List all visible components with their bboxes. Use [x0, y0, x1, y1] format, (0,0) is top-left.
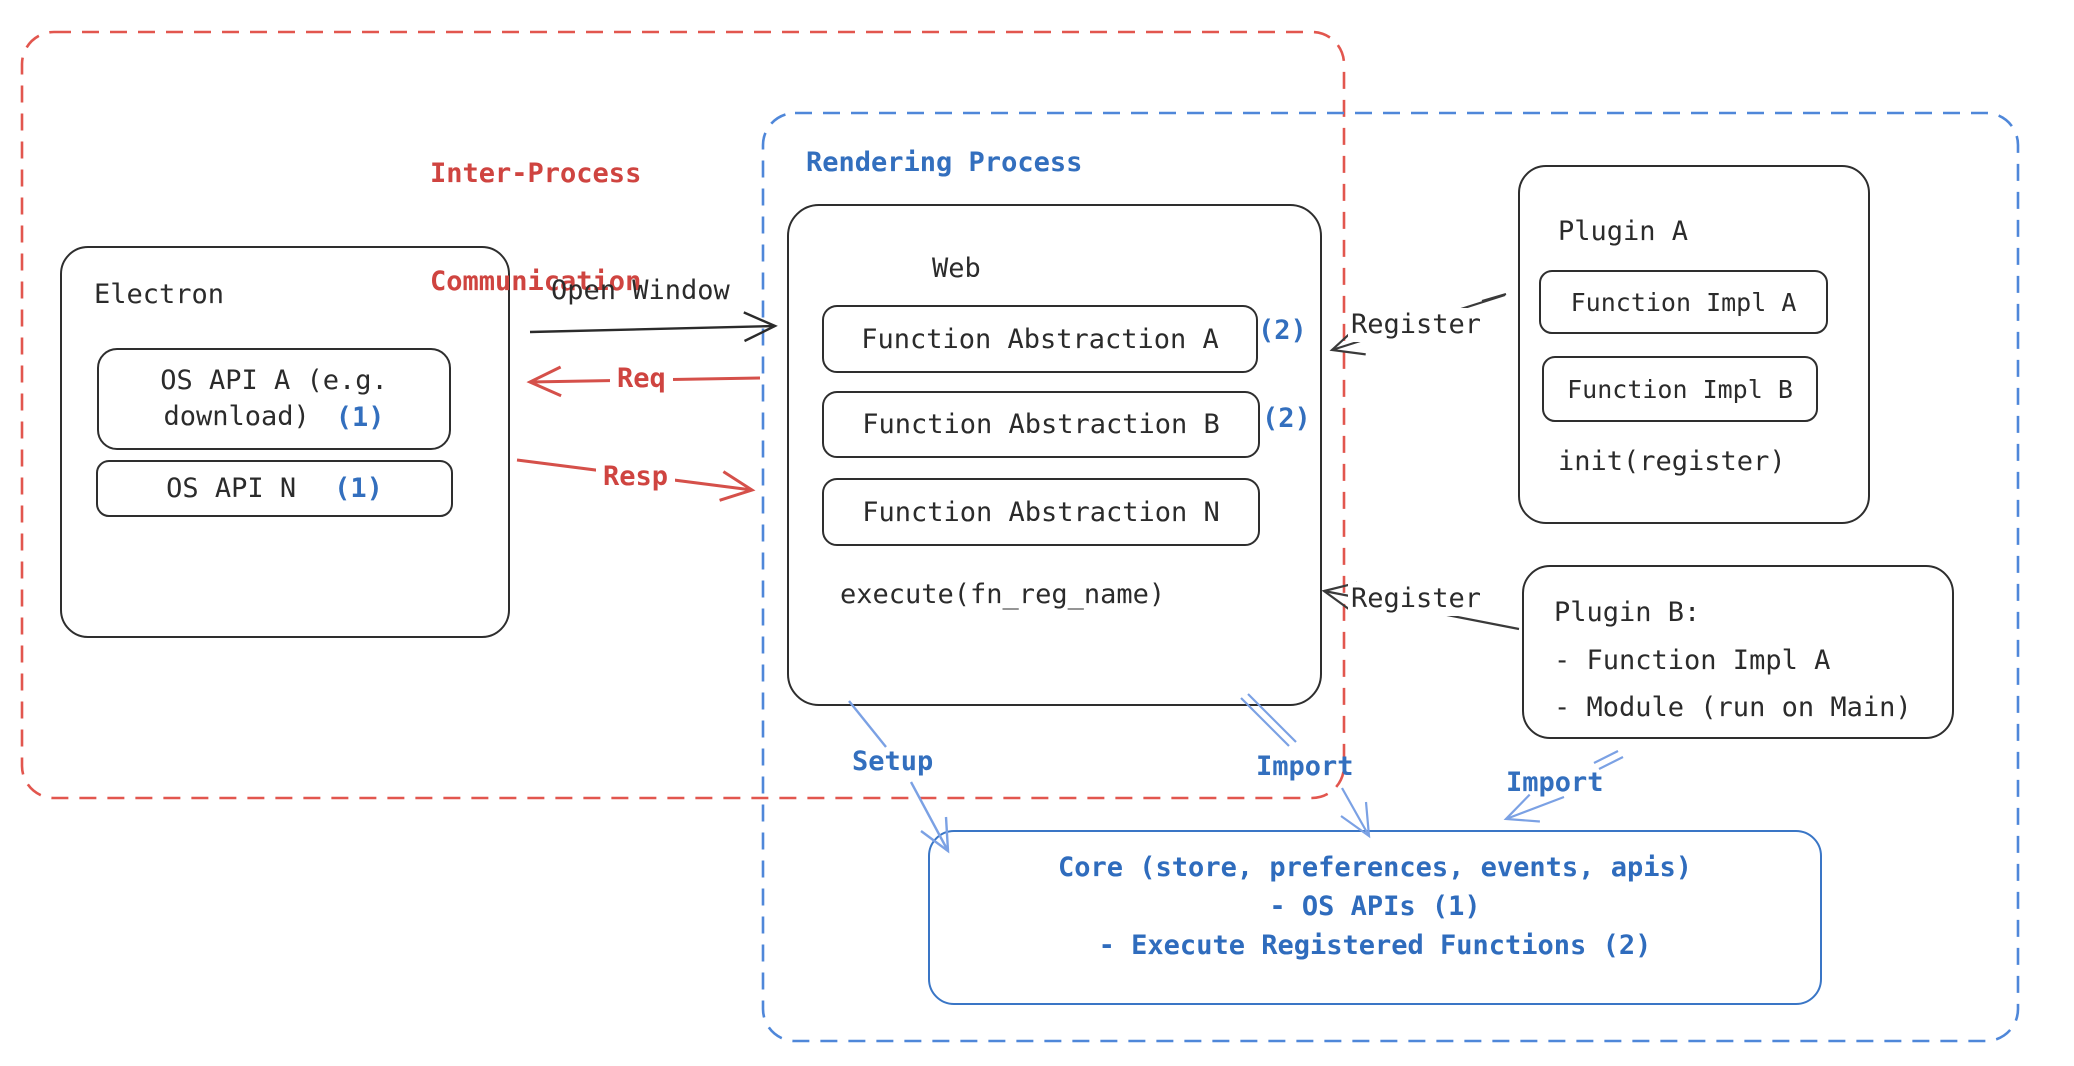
function-impl-b-box: Function Impl B	[1542, 356, 1818, 422]
resp-label: Resp	[596, 460, 676, 494]
function-impl-a-box: Function Impl A	[1539, 270, 1828, 334]
plugin-a-init-label: init(register)	[1558, 446, 1786, 477]
ipc-group-label: Inter-Process Communication	[430, 84, 641, 372]
rendering-group-label: Rendering Process	[806, 147, 1083, 178]
import-plugin-label: Import	[1506, 767, 1604, 798]
os-api-n-box: OS API N (1)	[96, 460, 453, 517]
core-line-1: Core (store, preferences, events, apis)	[1058, 852, 1692, 883]
req-label: Req	[610, 362, 673, 396]
function-abstraction-a-badge: (2)	[1258, 315, 1307, 346]
function-abstraction-n-box: Function Abstraction N	[822, 478, 1260, 546]
ipc-group-label-line1: Inter-Process	[430, 158, 642, 189]
setup-label: Setup	[852, 746, 934, 777]
electron-title: Electron	[94, 279, 225, 310]
function-abstraction-b-badge: (2)	[1262, 403, 1311, 434]
function-impl-b-label: Function Impl B	[1567, 374, 1793, 404]
plugin-a-box: Plugin A Function Impl A Function Impl B…	[1518, 165, 1870, 524]
core-box: Core (store, preferences, events, apis) …	[928, 830, 1822, 1005]
plugin-b-title: Plugin B:	[1554, 597, 1701, 628]
plugin-b-item-2: - Module (run on Main)	[1554, 692, 1912, 723]
plugin-a-title: Plugin A	[1558, 216, 1689, 247]
register-a-label: Register	[1348, 308, 1485, 342]
os-api-a-badge: (1)	[335, 401, 385, 433]
open-window-label: Open Window	[551, 275, 730, 306]
import-web-label: Import	[1256, 751, 1354, 782]
function-abstraction-b-box: Function Abstraction B	[822, 391, 1260, 458]
os-api-a-line2: download)	[163, 401, 310, 432]
function-abstraction-b-label: Function Abstraction B	[862, 409, 1220, 440]
web-box: Web Function Abstraction A Function Abst…	[787, 204, 1322, 706]
function-abstraction-a-box: Function Abstraction A	[822, 305, 1258, 373]
function-abstraction-a-label: Function Abstraction A	[861, 323, 1219, 355]
plugin-b-item-1: - Function Impl A	[1554, 645, 1831, 676]
core-line-3: - Execute Registered Functions (2)	[1098, 930, 1652, 961]
function-abstraction-n-label: Function Abstraction N	[862, 496, 1220, 528]
os-api-n-badge: (1)	[334, 473, 383, 504]
web-title: Web	[932, 253, 981, 284]
os-api-n-label: OS API N	[166, 473, 297, 504]
os-api-a-box: OS API A (e.g. download) (1)	[97, 348, 451, 450]
plugin-b-box: Plugin B: - Function Impl A - Module (ru…	[1522, 565, 1954, 739]
function-impl-a-label: Function Impl A	[1570, 287, 1797, 317]
os-api-a-line1: OS API A (e.g.	[160, 365, 388, 396]
core-line-2: - OS APIs (1)	[1269, 891, 1481, 922]
execute-label: execute(fn_reg_name)	[840, 579, 1166, 610]
register-b-label: Register	[1348, 582, 1485, 616]
